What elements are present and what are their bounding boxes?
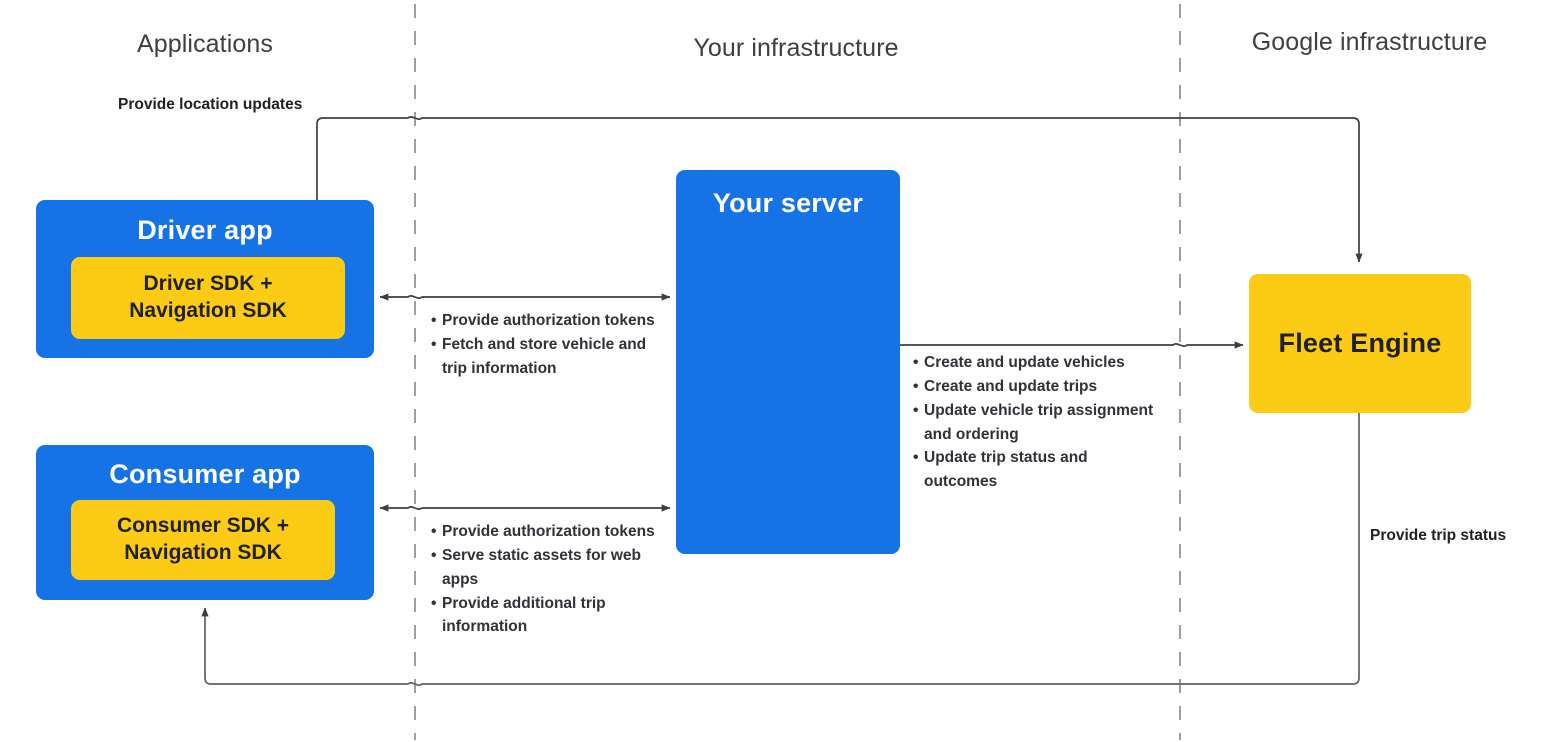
your-server-title: Your server [712,188,864,218]
column-header-google-infrastructure: Google infrastructure [1251,28,1488,56]
node-fleet-engine[interactable]: Fleet Engine [1249,274,1471,413]
consumer-sdk-label-line1: Consumer SDK + [116,514,290,538]
list-item: Serve static assets for web apps [431,544,656,592]
edge-bullets-consumer-server: Provide authorization tokens Serve stati… [431,520,656,639]
list-item: Create and update vehicles [913,351,1163,375]
node-driver-app[interactable]: Driver app Driver SDK + Navigation SDK [36,200,374,358]
list-item: Update vehicle trip assignment and order… [913,399,1163,447]
consumer-app-title: Consumer app [109,459,301,489]
list-item: Create and update trips [913,375,1163,399]
driver-sdk-label-line1: Driver SDK + [143,272,273,296]
edge-driver-server [379,293,671,301]
column-header-applications: Applications [136,30,273,58]
list-item: Provide authorization tokens [431,309,656,333]
list-item: Provide authorization tokens [431,520,656,544]
consumer-sdk-label-line2: Navigation SDK [124,541,282,564]
node-driver-sdk[interactable]: Driver SDK + Navigation SDK [71,257,345,339]
driver-sdk-label-line2: Navigation SDK [129,299,287,322]
edge-label-provide-location-updates: Provide location updates [118,96,303,113]
edge-bullets-server-fleet-engine: Create and update vehicles Create and up… [913,351,1163,494]
edge-label-provide-trip-status: Provide trip status [1370,527,1507,544]
edge-server-to-fleet-engine [900,341,1244,349]
edge-bullets-driver-server: Provide authorization tokens Fetch and s… [431,309,656,381]
list-item: Fetch and store vehicle and trip informa… [431,333,656,381]
consumer-sdk-label: Consumer SDK + Navigation SDK [117,513,289,567]
node-consumer-app[interactable]: Consumer app Consumer SDK + Navigation S… [36,445,374,600]
node-consumer-sdk[interactable]: Consumer SDK + Navigation SDK [71,500,335,580]
driver-app-title: Driver app [137,215,273,245]
edge-consumer-server [379,504,671,512]
column-header-your-infrastructure: Your infrastructure [693,34,899,62]
driver-sdk-label: Driver SDK + Navigation SDK [129,271,287,325]
node-your-server[interactable]: Your server [676,170,900,554]
list-item: Update trip status and outcomes [913,446,1163,494]
list-item: Provide additional trip information [431,592,656,640]
